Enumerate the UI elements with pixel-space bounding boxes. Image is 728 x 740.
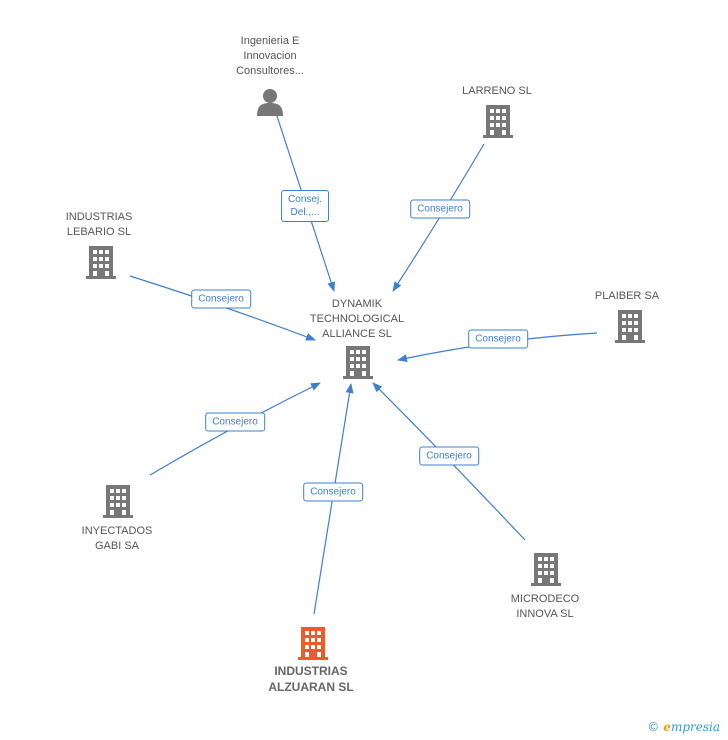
edge-label-plaiber[interactable]: Consejero bbox=[468, 329, 528, 349]
building-icon-dynamik[interactable] bbox=[343, 346, 373, 379]
node-label-line: Consultores... bbox=[236, 65, 304, 77]
brand-name: mpresia bbox=[670, 720, 720, 734]
node-label-line: INDUSTRIAS bbox=[65, 211, 133, 223]
edge-label-line: Consejero bbox=[475, 333, 521, 345]
edge-larreno-to-dynamik bbox=[392, 143, 485, 292]
node-label-line: INYECTADOS bbox=[81, 525, 153, 537]
edge-label-line: Consej. bbox=[288, 194, 322, 205]
node-label-line: INNOVA SL bbox=[516, 608, 574, 620]
node-label-line: INDUSTRIAS bbox=[274, 664, 348, 678]
edge-label-line: Consejero bbox=[212, 416, 258, 428]
node-label-lebario[interactable]: INDUSTRIAS LEBARIO SL bbox=[66, 210, 133, 240]
edge-label-line: Consejero bbox=[426, 450, 472, 462]
node-label-line: GABI SA bbox=[94, 540, 140, 552]
edge-label-ingenieria[interactable]: Consej. Del.,... bbox=[281, 190, 329, 222]
building-icon-gabi[interactable] bbox=[103, 485, 133, 518]
node-label-microdeco[interactable]: MICRODECO INNOVA SL bbox=[511, 592, 579, 622]
node-label-line: MICRODECO bbox=[510, 593, 580, 605]
edge-label-alzuaran[interactable]: Consejero bbox=[303, 482, 363, 502]
edge-label-lebario[interactable]: Consejero bbox=[191, 289, 251, 309]
building-icon-microdeco[interactable] bbox=[531, 553, 561, 586]
building-icon-alzuaran[interactable] bbox=[298, 627, 328, 660]
node-label-gabi[interactable]: INYECTADOS GABI SA bbox=[82, 524, 153, 554]
node-label-line: Innovacion bbox=[243, 50, 297, 62]
building-icon-larreno[interactable] bbox=[483, 105, 513, 138]
building-icon-plaiber[interactable] bbox=[615, 310, 645, 343]
edge-label-gabi[interactable]: Consejero bbox=[205, 412, 265, 432]
edge-label-line: Consejero bbox=[417, 203, 463, 215]
edge-label-microdeco[interactable]: Consejero bbox=[419, 446, 479, 466]
node-label-line: TECHNOLOGICAL bbox=[309, 313, 405, 325]
copyright-icon: © bbox=[647, 720, 660, 734]
node-label-line: LEBARIO SL bbox=[66, 226, 132, 238]
brand-initial: e bbox=[663, 720, 671, 734]
edge-label-larreno[interactable]: Consejero bbox=[410, 199, 470, 219]
edge-ingenieria-to-dynamik bbox=[275, 112, 336, 292]
node-label-larreno[interactable]: LARRENO SL bbox=[462, 84, 532, 99]
node-label-line: Ingenieria E bbox=[240, 35, 300, 47]
edge-label-line: Consejero bbox=[310, 486, 356, 498]
node-label-plaiber[interactable]: PLAIBER SA bbox=[595, 289, 659, 304]
person-icon-ingenieria[interactable] bbox=[257, 89, 283, 116]
footer-brand: ©empresia bbox=[647, 720, 720, 734]
node-label-alzuaran[interactable]: INDUSTRIAS ALZUARAN SL bbox=[268, 663, 353, 695]
node-label-line: LARRENO SL bbox=[462, 85, 532, 97]
edge-label-line: Del.,... bbox=[290, 207, 320, 218]
building-icon-lebario[interactable] bbox=[86, 246, 116, 279]
edge-label-line: Consejero bbox=[198, 293, 244, 305]
node-label-line: DYNAMIK bbox=[331, 298, 383, 310]
node-label-line: ALZUARAN SL bbox=[268, 680, 354, 694]
node-label-line: ALLIANCE SL bbox=[322, 328, 392, 340]
node-label-line: PLAIBER SA bbox=[594, 290, 660, 302]
node-label-dynamik[interactable]: DYNAMIK TECHNOLOGICAL ALLIANCE SL bbox=[310, 297, 404, 342]
